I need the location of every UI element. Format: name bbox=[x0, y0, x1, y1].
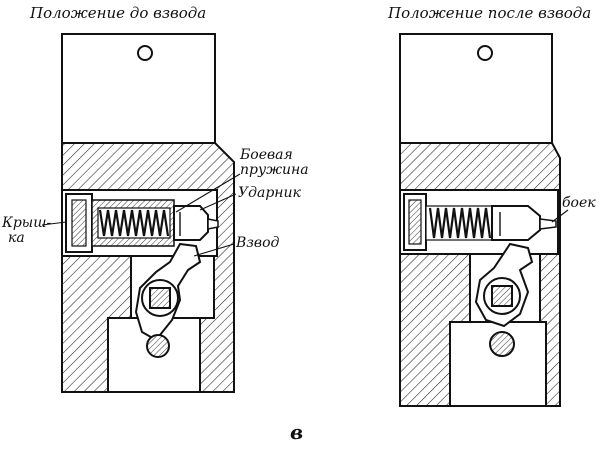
label-striker: Ударник bbox=[238, 185, 301, 201]
label-firing-pin: боек bbox=[562, 195, 596, 211]
label-cover-line2: ка bbox=[8, 230, 25, 246]
left-mainspring bbox=[98, 209, 170, 237]
label-cocking-lever: Взвод bbox=[236, 235, 280, 251]
left-plate-hole bbox=[137, 45, 153, 61]
right-mainspring bbox=[428, 207, 492, 239]
caption-before-cocking: Положение до взвода bbox=[30, 4, 207, 22]
left-axle-square bbox=[149, 287, 171, 309]
label-mainspring-line1: Боевая bbox=[240, 147, 293, 163]
right-axle-square bbox=[491, 285, 513, 307]
left-mechanism bbox=[41, 33, 241, 393]
right-roller bbox=[489, 331, 515, 357]
right-upper-plate bbox=[399, 33, 553, 144]
right-plate-hole bbox=[477, 45, 493, 61]
label-mainspring-line2: пружина bbox=[240, 162, 309, 178]
right-striker bbox=[491, 205, 541, 241]
label-cover: Крыш- ка bbox=[2, 216, 51, 246]
right-mechanism bbox=[399, 33, 569, 407]
label-cover-line1: Крыш- bbox=[2, 215, 52, 231]
label-mainspring: Боевая пружина bbox=[240, 148, 309, 178]
left-striker bbox=[173, 205, 209, 241]
figure-letter: в bbox=[290, 420, 304, 444]
caption-after-cocking: Положение после взвода bbox=[388, 4, 592, 22]
left-roller bbox=[146, 334, 170, 358]
